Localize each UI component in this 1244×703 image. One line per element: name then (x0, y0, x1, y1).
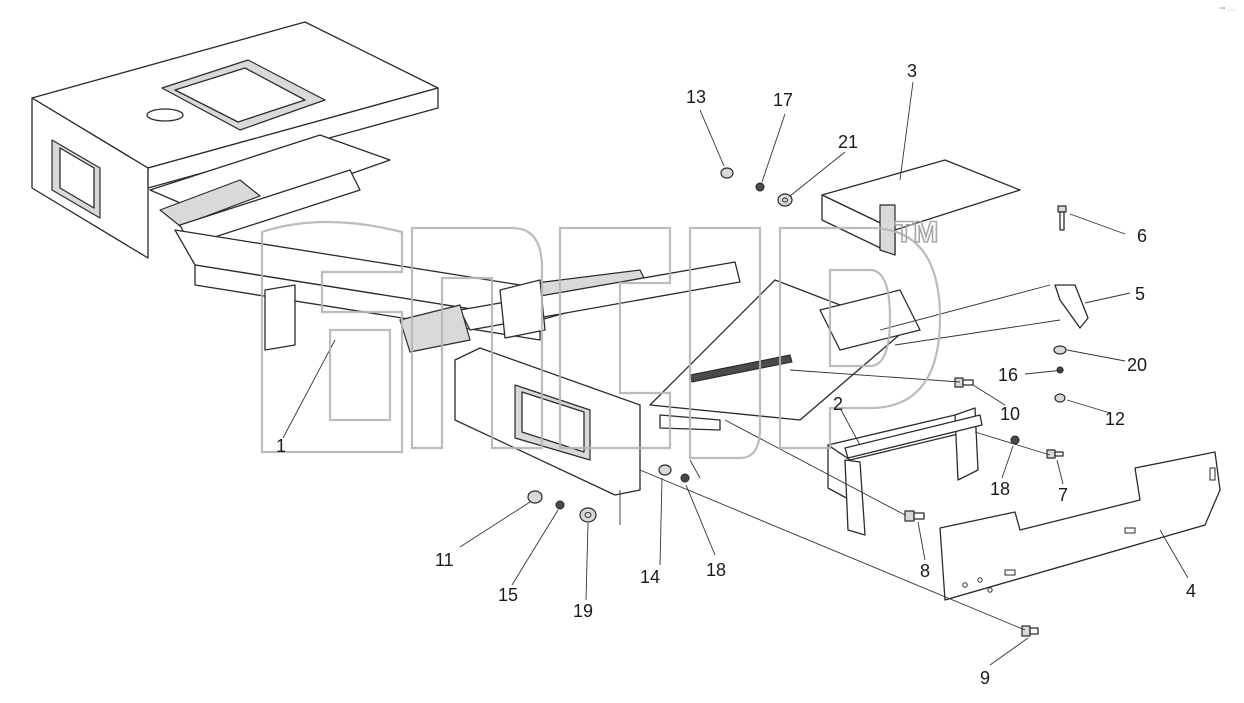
callout-labels: 1 2 3 4 5 6 7 8 9 10 11 12 13 14 15 16 1… (276, 61, 1196, 688)
part-20-washer (1053, 345, 1067, 355)
part-6-bolt (1057, 205, 1067, 231)
callout-17: 17 (773, 90, 793, 110)
callout-14: 14 (640, 567, 660, 587)
part-18-lock-washer-left (680, 473, 690, 483)
part-18-nut-right (1010, 435, 1020, 445)
part-7-bolt (1046, 449, 1064, 459)
callout-2: 2 (833, 394, 843, 414)
part-2-bracket (827, 407, 983, 536)
part-13-nut (720, 167, 734, 179)
callout-18-left: 18 (706, 560, 726, 580)
callout-7: 7 (1058, 485, 1068, 505)
assembly-lines (619, 284, 1061, 631)
callout-9: 9 (980, 668, 990, 688)
callout-6: 6 (1137, 226, 1147, 246)
callout-18-right: 18 (990, 479, 1010, 499)
callout-19: 19 (573, 601, 593, 621)
callout-4: 4 (1186, 581, 1196, 601)
fasteners (527, 167, 1067, 637)
callout-16: 16 (998, 365, 1018, 385)
part-12-nut (1054, 393, 1066, 403)
callout-leaders (282, 81, 1189, 666)
part-5-clip (1054, 284, 1089, 329)
part-14-nut (658, 464, 672, 476)
corner-mark: °° ··· (1220, 6, 1235, 14)
callout-10: 10 (1000, 404, 1020, 424)
callout-8: 8 (920, 561, 930, 581)
callout-5: 5 (1135, 284, 1145, 304)
part-15-lock-washer (555, 500, 565, 510)
part-11-nut (527, 490, 543, 504)
callout-20: 20 (1127, 355, 1147, 375)
watermark-tm: TM (895, 216, 938, 249)
callout-12: 12 (1105, 409, 1125, 429)
part-8-bolt (904, 510, 925, 522)
watermark: TM (260, 215, 942, 460)
callout-11: 11 (435, 550, 454, 570)
callout-15: 15 (498, 585, 518, 605)
callout-13: 13 (686, 87, 706, 107)
callout-1: 1 (276, 436, 286, 456)
part-17-lock-washer (755, 182, 765, 192)
part-10-bolt (954, 377, 974, 388)
part-19-washer (579, 507, 597, 523)
callout-21: 21 (838, 132, 858, 152)
callout-3: 3 (907, 61, 917, 81)
part-4-skid-plate (939, 451, 1221, 601)
part-9-bolt (1021, 625, 1039, 637)
part-3-cover (821, 159, 1021, 256)
part-21-washer (777, 193, 793, 207)
